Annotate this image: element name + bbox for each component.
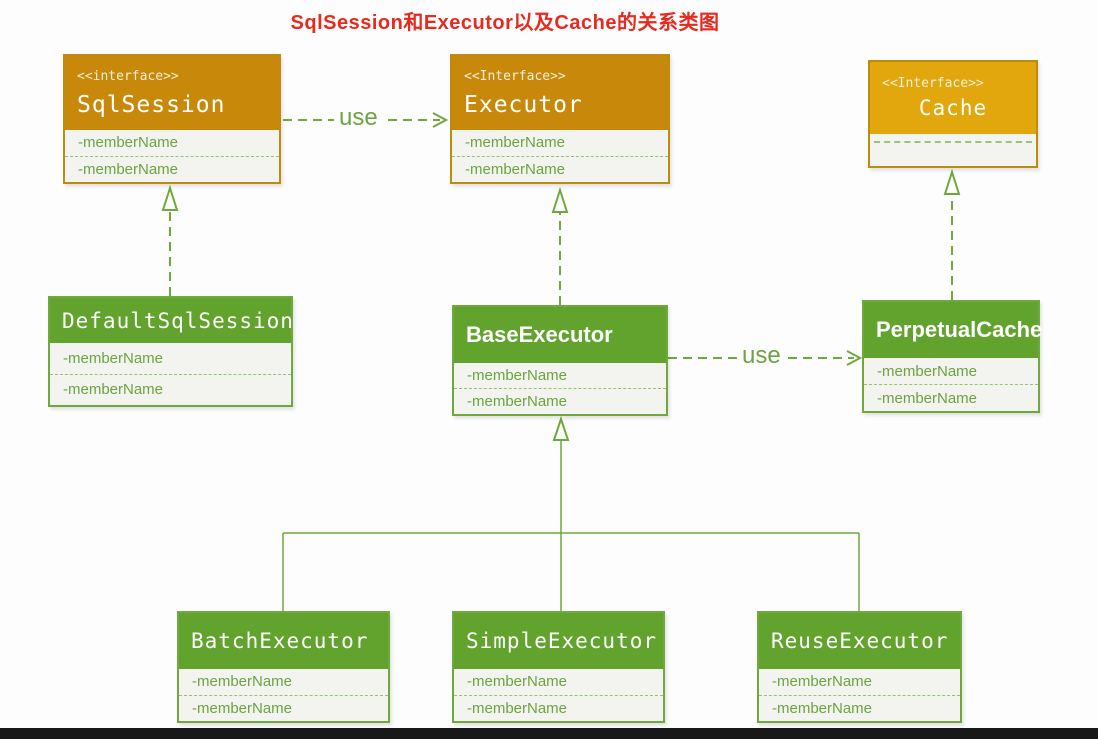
member-row: -memberName: [192, 673, 293, 691]
member-row: -memberName: [50, 373, 291, 406]
stereotype-label: <<Interface>>: [464, 68, 566, 84]
class-name-executor: Executor: [464, 91, 583, 118]
member-row: -memberName: [877, 362, 978, 380]
stereotype-label: <<Interface>>: [882, 76, 984, 91]
empty-section-divider: [874, 141, 1032, 143]
open-arrowhead-to-executor: [432, 112, 449, 128]
member-row: -memberName: [179, 694, 388, 722]
member-row: -memberName: [864, 384, 1038, 411]
class-box-batchexecutor: BatchExecutor -memberName -memberName: [177, 611, 390, 723]
hollow-triangle-to-cache: [943, 168, 961, 195]
class-name-perpetualcache: PerpetualCache: [876, 317, 1043, 342]
class-name-baseexecutor: BaseExecutor: [466, 322, 613, 347]
member-row: -memberName: [454, 388, 666, 414]
class-name-defaultsqlsession: DefaultSqlSession: [62, 308, 294, 333]
use-label-sqlsession-executor: use: [334, 106, 383, 130]
member-row: -memberName: [759, 694, 960, 722]
member-row: -memberName: [78, 134, 179, 152]
member-row: -memberName: [63, 349, 164, 367]
member-row: -memberName: [65, 155, 279, 183]
class-box-defaultsqlsession: DefaultSqlSession -memberName -memberNam…: [48, 296, 293, 407]
class-box-baseexecutor: BaseExecutor -memberName -memberName: [452, 305, 668, 416]
member-row: -memberName: [467, 673, 568, 691]
member-row: -memberName: [772, 673, 873, 691]
class-name-batchexecutor: BatchExecutor: [191, 629, 369, 653]
class-box-sqlsession: <<interface>> SqlSession -memberName -me…: [63, 54, 281, 184]
class-box-reuseexecutor: ReuseExecutor -memberName -memberName: [757, 611, 962, 723]
class-name-sqlsession: SqlSession: [77, 91, 226, 118]
class-name-simpleexecutor: SimpleExecutor: [466, 629, 658, 653]
class-box-executor: <<Interface>> Executor -memberName -memb…: [450, 54, 670, 184]
open-arrowhead-to-perpetualcache: [846, 350, 863, 366]
member-row: -memberName: [465, 134, 566, 152]
class-name-cache: Cache: [918, 96, 988, 120]
class-box-cache: <<Interface>> Cache: [868, 60, 1038, 168]
diagram-title: SqlSession和Executor以及Cache的关系类图: [290, 12, 720, 34]
stereotype-label: <<interface>>: [77, 68, 179, 84]
hollow-triangle-to-baseexecutor: [552, 415, 570, 441]
use-label-baseexecutor-perpetualcache: use: [737, 344, 786, 368]
class-box-perpetualcache: PerpetualCache -memberName -memberName: [862, 300, 1043, 413]
hollow-triangle-to-executor: [551, 186, 569, 213]
member-row: -memberName: [452, 155, 668, 183]
member-row: -memberName: [454, 694, 663, 722]
class-name-reuseexecutor: ReuseExecutor: [771, 629, 949, 653]
member-row: -memberName: [467, 367, 568, 384]
class-box-simpleexecutor: SimpleExecutor -memberName -memberName: [452, 611, 665, 723]
bottom-video-bar: [0, 728, 1098, 739]
hollow-triangle-to-sqlsession: [161, 184, 179, 211]
